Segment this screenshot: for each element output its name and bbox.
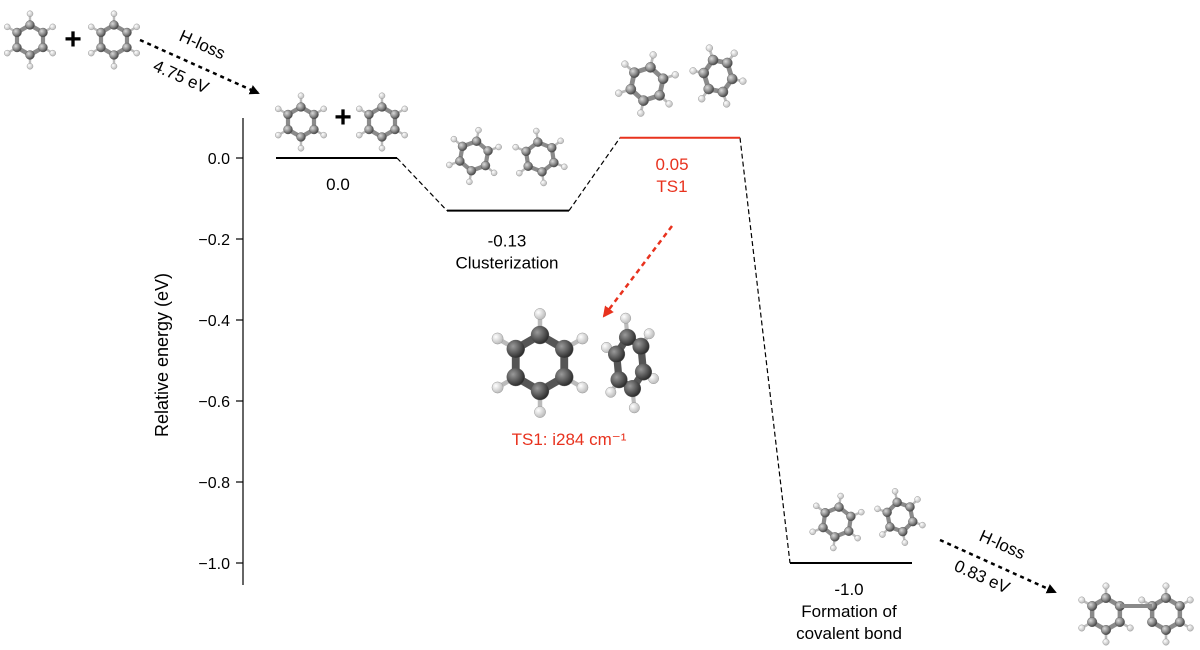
level-value-cluster: -0.13 xyxy=(488,232,527,251)
level-name-cluster: Clusterization xyxy=(456,254,559,273)
ts1-caption: TS1: i284 cm⁻¹ xyxy=(512,430,627,449)
level-name-product: Formation of xyxy=(801,602,897,621)
y-tick-label: −0.2 xyxy=(198,232,230,249)
benzene-top-left-1 xyxy=(4,10,56,70)
level-name-ts1: TS1 xyxy=(656,177,687,196)
biphenyl-ring-1 xyxy=(1078,582,1134,646)
benzene-ts-top-1 xyxy=(615,51,679,117)
hloss-bottom-label: H-loss xyxy=(976,526,1028,563)
energy-levels xyxy=(276,136,912,564)
y-tick-label: 0.0 xyxy=(208,151,230,168)
plus-sign-top-left: + xyxy=(64,23,82,56)
y-tick-label: −0.4 xyxy=(198,313,230,330)
hloss-top-label: H-loss xyxy=(176,26,228,63)
molecule-illustrations xyxy=(4,10,1194,646)
benzene-ts-top-2 xyxy=(689,44,747,108)
hloss-arrow-bottom xyxy=(939,538,1057,594)
level-value-reactants: 0.0 xyxy=(326,175,350,194)
hloss-top-energy: 4.75 eV xyxy=(150,56,212,97)
y-tick-label: −1.0 xyxy=(198,556,230,573)
plus-sign-reactants: + xyxy=(334,101,352,134)
ts1-structure-ring-1 xyxy=(491,308,589,418)
y-tick-label: −0.6 xyxy=(198,394,230,411)
benzene-product-2 xyxy=(874,488,926,546)
y-axis-ticks: 0.0 −0.2 −0.4 −0.6 −0.8 −1.0 xyxy=(198,151,243,573)
level-connectors xyxy=(396,137,791,564)
ts1-structure-ring-2 xyxy=(601,312,659,414)
hloss-arrow-top xyxy=(139,38,260,95)
ts1-structure-arrow xyxy=(602,225,673,318)
connector-line xyxy=(739,137,791,564)
benzene-reactant-1 xyxy=(275,92,327,152)
level-name-product: covalent bond xyxy=(796,624,902,643)
connector-line xyxy=(568,137,621,211)
benzene-top-left-2 xyxy=(88,10,140,70)
connector-line xyxy=(396,157,448,212)
y-tick-label: −0.8 xyxy=(198,475,230,492)
benzene-cluster-1 xyxy=(446,126,502,186)
benzene-product-1 xyxy=(809,492,865,552)
benzene-reactant-2 xyxy=(356,92,408,152)
level-value-product: -1.0 xyxy=(834,580,863,599)
benzene-cluster-2 xyxy=(512,127,568,187)
y-axis-label: Relative energy (eV) xyxy=(152,273,172,437)
level-value-ts1: 0.05 xyxy=(655,155,688,174)
hloss-bottom-energy: 0.83 eV xyxy=(951,556,1013,597)
biphenyl-ring-2 xyxy=(1138,582,1194,646)
